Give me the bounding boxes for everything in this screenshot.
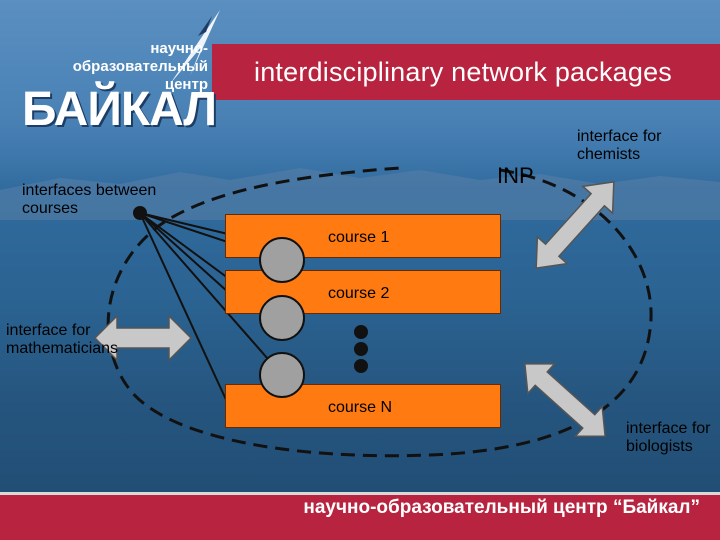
footer-bar xyxy=(0,492,720,540)
interfaces-between-label: interfaces between courses xyxy=(22,182,157,217)
course-label-2: course 2 xyxy=(328,285,390,302)
network-boundary xyxy=(106,166,653,458)
inp-label: INP xyxy=(497,163,534,188)
course-node-2 xyxy=(259,295,305,341)
biologists-label: interface for biologists xyxy=(626,420,711,455)
chemists-arrow-icon xyxy=(535,181,615,269)
course-label-n: course N xyxy=(328,399,393,416)
logo-swoosh-icon xyxy=(170,10,220,84)
mathematicians-arrow-icon xyxy=(93,314,193,362)
ellipsis-dot-2 xyxy=(354,342,368,356)
mathematicians-label: interface for mathematicians xyxy=(6,322,119,357)
interface-node xyxy=(133,206,147,220)
ellipsis-dot-3 xyxy=(354,359,368,373)
connector-line-3 xyxy=(139,212,283,376)
slide-title: interdisciplinary network packages xyxy=(254,56,672,87)
logo-brand: БАЙКАЛ xyxy=(22,83,217,136)
footer-text: научно-образовательный центр “Байкал” xyxy=(303,497,700,518)
biologists-arrow-icon xyxy=(524,362,606,438)
logo-line-2: центр xyxy=(164,76,208,93)
course-node-n xyxy=(259,352,305,398)
mountain-silhouette xyxy=(0,168,720,220)
connector-line-5 xyxy=(139,212,229,293)
connector-line-6 xyxy=(139,212,229,405)
course-node-1 xyxy=(259,237,305,283)
connector-line-4 xyxy=(139,212,229,235)
ellipsis-dot-1 xyxy=(354,325,368,339)
course-label-1: course 1 xyxy=(328,229,390,246)
chemists-label: interface for chemists xyxy=(577,128,662,163)
title-bar: interdisciplinary network packages xyxy=(212,44,720,100)
footer-divider xyxy=(0,492,720,495)
